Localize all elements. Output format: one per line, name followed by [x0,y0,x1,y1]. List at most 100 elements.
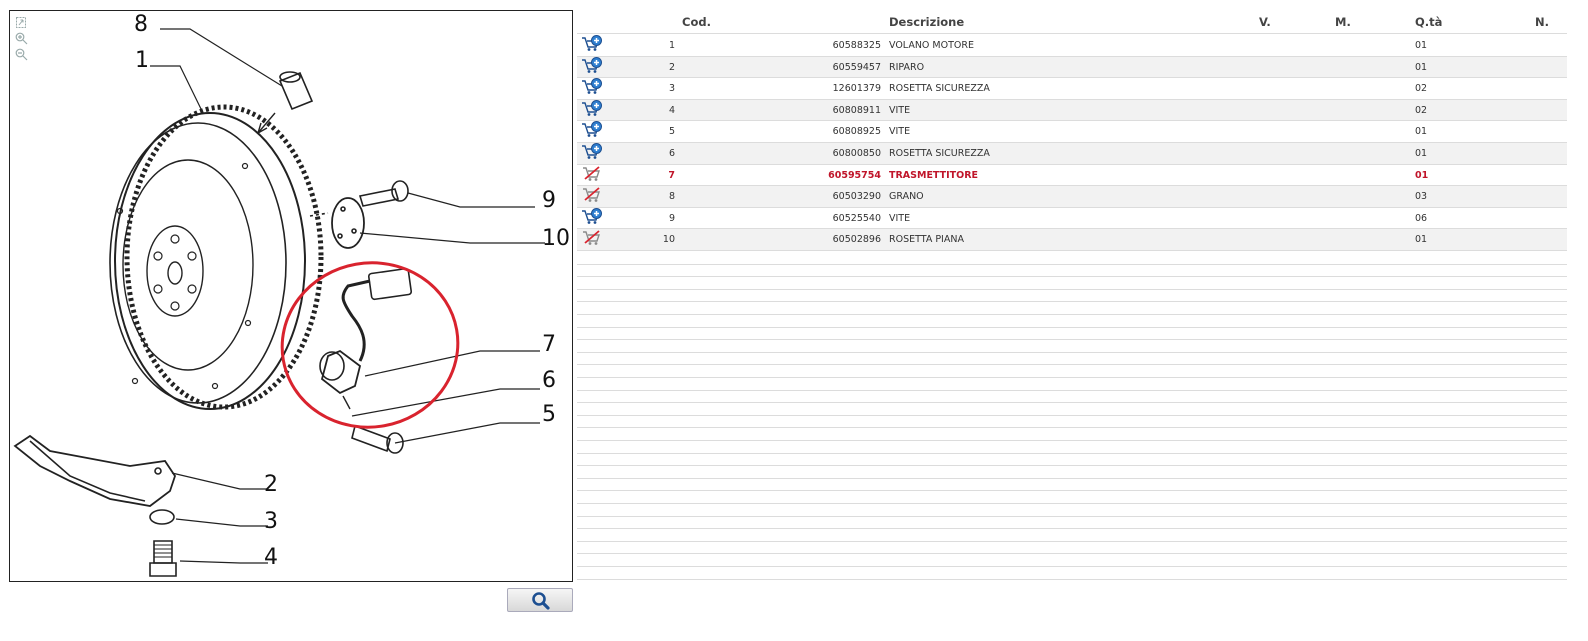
cart-add-icon[interactable] [581,99,603,117]
part-code: 60588325 [832,40,881,51]
part-quantity: 06 [1415,212,1428,224]
row-number: 2 [668,61,675,73]
part-quantity: 01 [1415,40,1428,51]
washer-plate-part[interactable] [309,197,365,249]
empty-row-line [577,364,1567,366]
empty-row-line [577,452,1567,454]
table-row[interactable]: 2 60559457 RIPARO 01 [577,56,1567,79]
callout-2: 2 [264,472,278,497]
empty-row-line [577,578,1567,580]
empty-row-line [577,402,1567,404]
cart-add-icon[interactable] [581,207,603,225]
cart-add-icon[interactable] [581,121,603,138]
part-code: 60502896 [832,234,881,246]
part-description: ROSETTA PIANA [889,234,964,246]
cart-unavailable-icon[interactable] [581,186,603,203]
callout-3: 3 [264,509,278,534]
part-description: ROSETTA SICUREZZA [889,148,990,159]
empty-row-line [577,490,1567,492]
header-code: Cod. [682,15,711,29]
part-code: 60808925 [832,126,881,138]
selection-highlight-circle [280,261,460,429]
part-code: 60559457 [832,61,881,73]
part-code: 60525540 [832,212,881,224]
part-description: VITE [889,104,911,116]
washer-part[interactable] [149,509,175,525]
part-code: 60503290 [832,191,881,203]
callout-1: 1 [135,48,149,73]
empty-row-line [577,326,1567,328]
row-number: 1 [668,40,675,51]
row-number: 10 [662,234,675,246]
flywheel-part[interactable] [109,104,324,410]
cart-add-icon[interactable] [581,143,603,160]
search-icon [532,592,550,610]
row-number: 3 [668,83,675,95]
empty-row-line [577,439,1567,441]
part-code: 60595754 [828,169,881,181]
part-description: RIPARO [889,61,925,73]
part-description: VITE [889,212,911,224]
empty-row-line [577,477,1567,479]
screw-part[interactable] [351,424,404,454]
cart-unavailable-icon[interactable] [581,165,603,182]
cart-add-icon[interactable] [581,56,603,74]
table-row[interactable]: 1 60588325 VOLANO MOTORE 01 [577,35,1567,57]
cart-unavailable-icon[interactable] [581,229,603,246]
part-code: 60808911 [832,104,881,116]
cover-part[interactable] [13,434,176,507]
empty-row-line [577,389,1567,391]
header-n: N. [1535,15,1549,29]
empty-row-line [577,276,1567,278]
header-m: M. [1335,15,1351,29]
part-quantity: 01 [1415,148,1428,159]
part-description: ROSETTA SICUREZZA [889,83,990,95]
empty-row-line [577,465,1567,467]
part-description: VOLANO MOTORE [889,40,974,51]
table-row[interactable]: 10 60502896 ROSETTA PIANA 01 [577,229,1567,251]
empty-row-line [577,427,1567,429]
fit-icon[interactable] [15,16,29,30]
part-quantity: 01 [1415,61,1428,73]
row-number: 5 [668,126,675,138]
part-description: GRANO [889,191,924,203]
part-description: VITE [889,126,911,138]
empty-row-line [577,313,1567,315]
bolt-part[interactable] [358,180,409,207]
empty-row-line [577,502,1567,504]
empty-row-line [577,301,1567,303]
part-quantity: 01 [1415,234,1428,246]
bolt-4-part[interactable] [149,540,177,577]
pin-part[interactable] [257,71,314,134]
part-quantity: 01 [1415,169,1429,181]
row-number: 4 [668,104,675,116]
callout-4: 4 [264,545,278,570]
callout-6: 6 [542,368,556,393]
header-description: Descrizione [889,15,965,29]
zoom-button[interactable] [507,588,573,612]
callout-8: 8 [134,12,148,37]
sensor-part[interactable] [319,267,413,410]
zoom-out-icon[interactable] [15,48,29,62]
row-number: 6 [668,148,675,159]
empty-row-line [577,553,1567,555]
callout-5: 5 [542,402,556,427]
part-description: TRASMETTITORE [889,169,979,181]
zoom-in-icon[interactable] [15,32,29,46]
exploded-diagram[interactable]: 8 1 9 10 7 6 5 2 3 4 [9,10,573,582]
cart-add-icon[interactable] [581,35,603,52]
cart-add-icon[interactable] [581,78,603,95]
empty-row-line [577,339,1567,341]
row-number: 9 [668,212,675,224]
table-row[interactable]: 7 60595754 TRASMETTITORE 01 [577,165,1567,187]
empty-row-line [577,414,1567,416]
row-number: 8 [668,191,675,203]
row-number: 7 [668,169,675,181]
table-row[interactable]: 9 60525540 VITE 06 [577,207,1567,230]
empty-row-line [577,263,1567,265]
